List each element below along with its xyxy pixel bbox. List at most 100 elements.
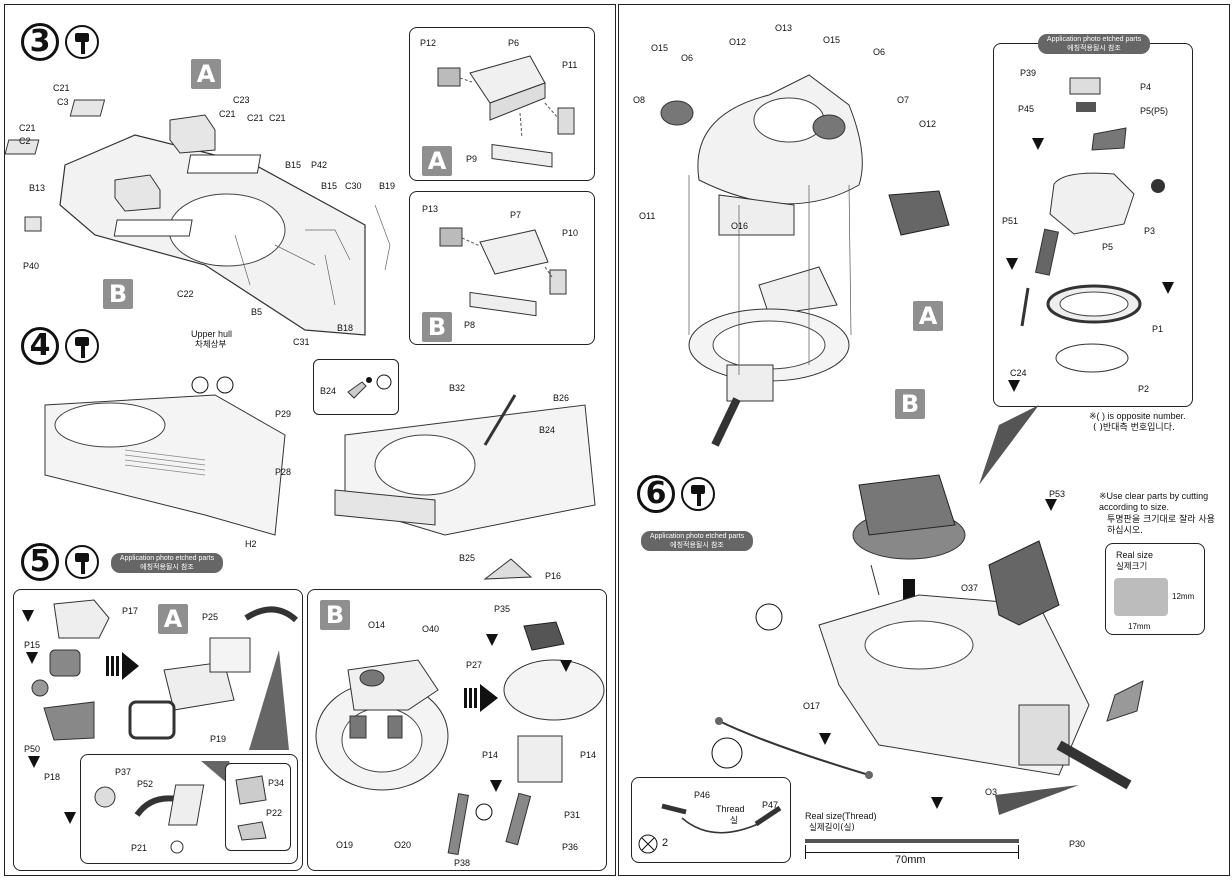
part-label: P38 [454, 858, 471, 868]
photo-etch-note-ko: 에칭적용될시 참조 [140, 563, 194, 571]
part-label: C24 [1010, 368, 1027, 378]
part-label: H2 [245, 539, 257, 549]
part-label: O8 [633, 95, 646, 105]
part-label: P12 [420, 38, 437, 48]
part-label: C30 [345, 181, 362, 191]
step-number-3: 3 [21, 23, 59, 61]
part-label: B15 [285, 160, 302, 170]
subassembly-panel-5a-detail: P34 P22 P37 P52 P21 [80, 754, 298, 864]
bracket-drawing [347, 374, 392, 399]
part-label: B13 [29, 183, 46, 193]
part-label: O15 [823, 35, 841, 45]
part-label: C31 [293, 337, 310, 347]
part-label: P11 [562, 60, 578, 70]
clear-parts-note: ※Use clear parts by cutting according to… [1099, 491, 1209, 512]
part-label: B24 [320, 386, 337, 396]
photo-etch-note-en: Application photo etched parts [119, 555, 215, 562]
part-label: P1 [1152, 324, 1164, 334]
part-label: P5 [1102, 242, 1114, 252]
clear-window-template [1114, 578, 1168, 616]
photo-etch-note-en: Application photo etched parts [649, 533, 745, 540]
section-tag-a: A [913, 301, 943, 331]
part-label: P14 [482, 750, 499, 760]
part-label: P46 [694, 790, 711, 800]
part-label: P13 [422, 204, 439, 214]
subassembly-panel-b: P13 P7 P10 P8 B [409, 191, 595, 345]
part-label: C21 [247, 113, 264, 123]
glue-icon [65, 545, 99, 579]
part-label: P40 [23, 261, 40, 271]
part-label: C2 [19, 136, 31, 146]
part-label: B15 [321, 181, 338, 191]
part-label: P45 [1018, 104, 1035, 114]
part-label: O12 [919, 119, 937, 129]
part-label: P34 [268, 778, 285, 788]
part-label: P36 [562, 842, 579, 852]
part-label: P16 [545, 571, 562, 581]
part-label: P21 [131, 843, 148, 853]
section-tag-b: B [422, 312, 452, 342]
p16-part-drawing [483, 558, 533, 580]
subassembly-panel-5b: B O14 O40 P35 P27 P14 P14 P31 O19 O20 P3… [307, 589, 607, 871]
part-label: B18 [337, 323, 354, 333]
part-label: P4 [1140, 82, 1152, 92]
real-thread-label: Real size(Thread) [805, 811, 877, 821]
thread-drawing [638, 803, 782, 854]
part-label: O3 [985, 787, 998, 797]
part-label: O20 [394, 840, 412, 850]
callout-b24: B24 [313, 359, 399, 415]
part-label: B26 [553, 393, 570, 403]
part-label: B25 [459, 553, 476, 563]
photo-etch-note-ko: 에칭적용될시 참조 [1067, 44, 1121, 52]
clear-parts-note-ko: 투명판을 크기대로 잘라 사용하십시오. [1107, 515, 1215, 536]
upper-hull-drawing [4, 99, 391, 336]
part-label: P52 [137, 779, 154, 789]
dimension-line [805, 845, 1019, 859]
part-label: C21 [19, 123, 36, 133]
quantity-x2: 2 [662, 837, 669, 849]
cupola-exploded-drawing [1020, 77, 1165, 373]
hull-detail-drawing [44, 376, 596, 536]
photo-etch-note-ko: 에칭적용될시 참조 [670, 541, 724, 549]
glue-icon [681, 477, 715, 511]
upper-hull-label-ko: 차체상부 [195, 340, 227, 350]
section-tag-b: B [320, 600, 350, 630]
turret-assembly-drawing [660, 74, 950, 447]
subassembly-panel-5a: A P17 P15 P50 P18 P25 P19 [13, 589, 303, 871]
dimension-line-rule [806, 852, 1018, 853]
part-label: P50 [24, 744, 41, 754]
part-label: C21 [53, 83, 70, 93]
part-label: O17 [803, 701, 821, 711]
part-label: P5(P5) [1140, 106, 1169, 116]
part-label: P6 [508, 38, 520, 48]
part-label: B32 [449, 383, 466, 393]
part-label: O6 [873, 47, 886, 57]
dimension-width: 17mm [1128, 622, 1151, 631]
part-label: O7 [897, 95, 910, 105]
part-label: P51 [1002, 216, 1019, 226]
instruction-page-right: O13 O15 O12 O15 O6 O6 O8 O7 O12 O11 O16 … [618, 4, 1230, 876]
part-label: C3 [57, 97, 69, 107]
part-label: O40 [422, 624, 440, 634]
part-label: O19 [336, 840, 354, 850]
turret-base-drawing [315, 621, 605, 856]
stowage-box-a-drawing [437, 55, 575, 168]
part-label: C22 [177, 289, 194, 299]
part-label: P14 [580, 750, 597, 760]
part-label: P47 [762, 800, 779, 810]
photo-etch-note: Application photo etched parts 에칭적용될시 참조 [1038, 34, 1150, 54]
real-thread-label-ko: 실제길이(실) [809, 823, 855, 833]
part-label: B5 [251, 307, 263, 317]
photo-etch-note: Application photo etched parts 에칭적용될시 참조 [111, 553, 223, 573]
part-label: O11 [639, 211, 656, 221]
thread-length: 70mm [895, 854, 926, 866]
real-size-label: Real size [1116, 550, 1154, 560]
headlight-assembly-drawing [31, 599, 299, 750]
real-size-panel: Real size 실제크기 12mm 17mm [1105, 543, 1205, 635]
part-label: P30 [1069, 839, 1086, 849]
part-label: P39 [1020, 68, 1037, 78]
part-label: B19 [379, 181, 396, 191]
part-label: P37 [115, 767, 132, 777]
section-tag-a: A [191, 59, 221, 89]
part-label: O13 [775, 23, 793, 33]
